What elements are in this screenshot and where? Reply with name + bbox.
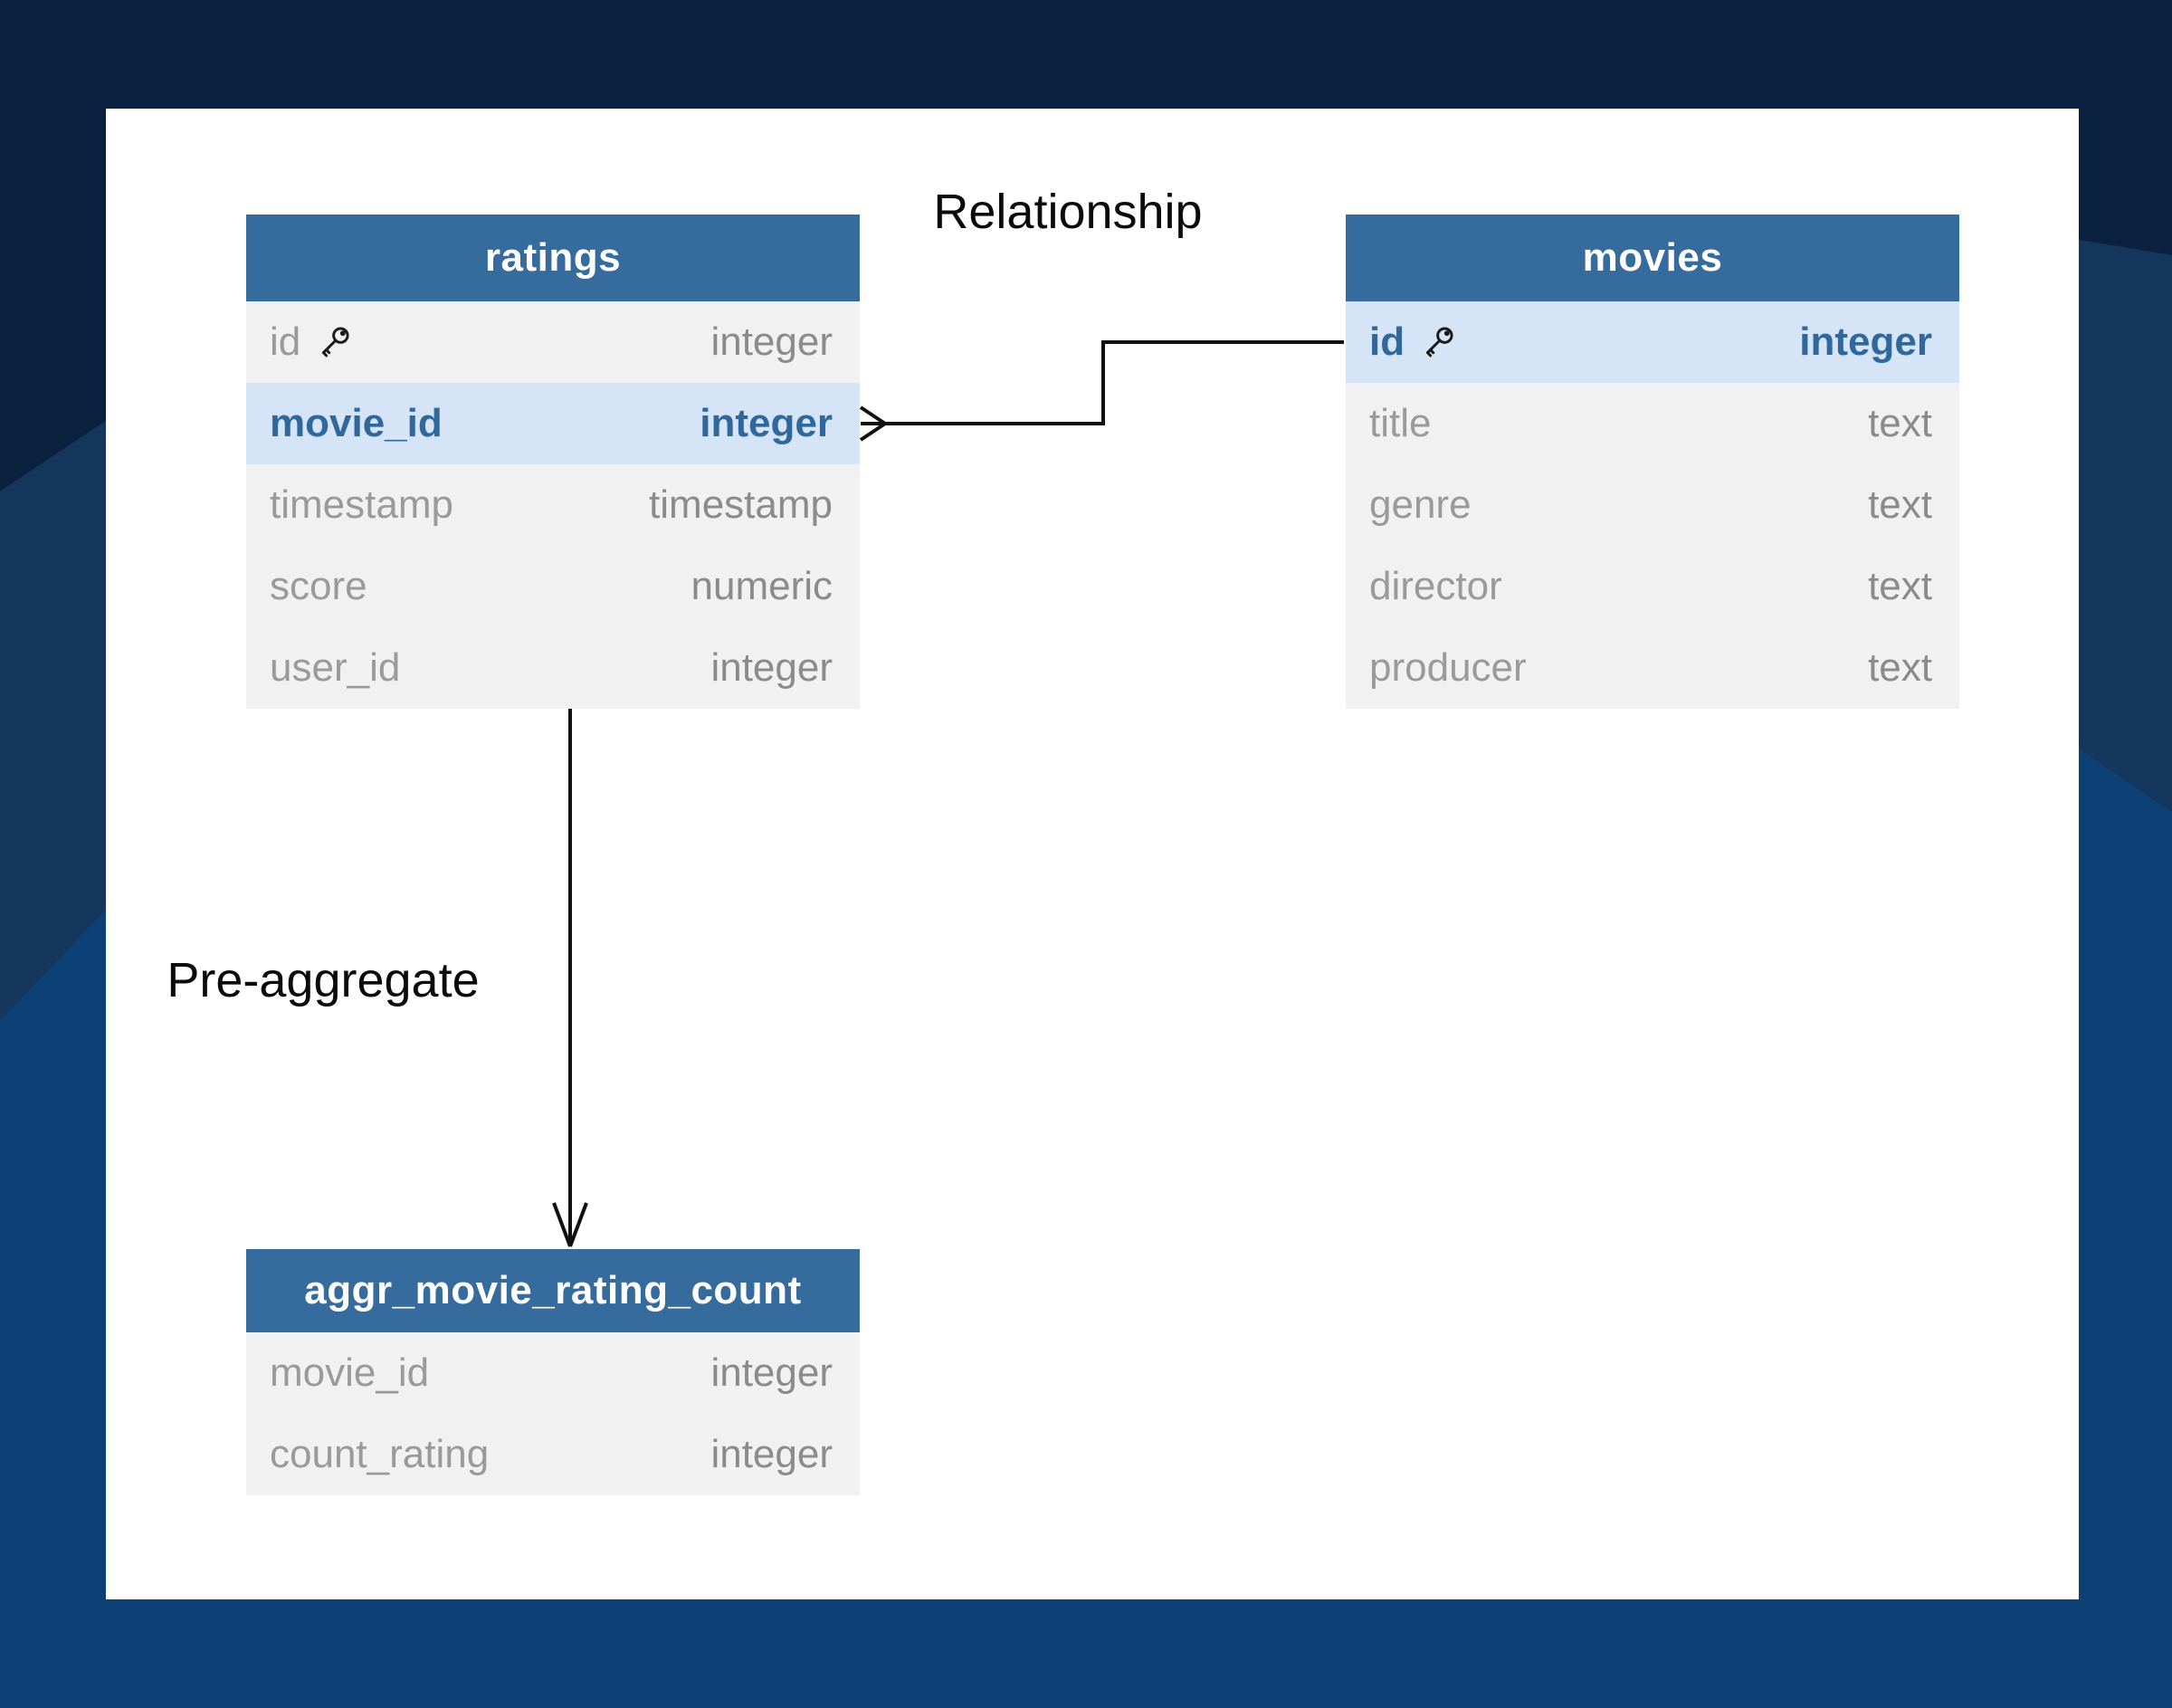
column-name: movie_id	[270, 1350, 430, 1395]
column-name: count_rating	[270, 1432, 490, 1476]
pre-aggregate-label: Pre-aggregate	[167, 953, 480, 1007]
column-name: id	[270, 320, 301, 364]
column-name: timestamp	[270, 482, 453, 527]
column-name: director	[1369, 564, 1502, 608]
column-name: user_id	[270, 645, 401, 690]
relationship-label: Relationship	[933, 185, 1203, 239]
column-row: user_id integer	[246, 627, 860, 709]
column-type: numeric	[691, 564, 834, 608]
column-type: text	[1868, 645, 1932, 690]
ratings-table[interactable]: ratings id integer movie_id integer time…	[246, 215, 860, 709]
column-name: producer	[1369, 645, 1527, 690]
column-name: genre	[1369, 482, 1472, 527]
column-row: genre text	[1346, 464, 1959, 546]
column-row: producer text	[1346, 627, 1959, 709]
column-name: id	[1369, 320, 1405, 364]
column-row: score numeric	[246, 546, 860, 627]
column-name: score	[270, 564, 367, 608]
column-row: timestamp timestamp	[246, 464, 860, 546]
aggr-movie-rating-count-table[interactable]: aggr_movie_rating_count movie_id integer…	[246, 1249, 860, 1495]
column-type: integer	[710, 320, 833, 364]
table-title: aggr_movie_rating_count	[304, 1268, 802, 1312]
column-type: integer	[1799, 320, 1932, 364]
table-title: ratings	[484, 235, 622, 280]
movies-table[interactable]: movies id integer title text genre text	[1346, 215, 1959, 709]
column-row: id integer	[246, 301, 860, 383]
column-row-highlighted: movie_id integer	[246, 383, 860, 464]
column-type: text	[1868, 482, 1932, 527]
column-row: movie_id integer	[246, 1332, 860, 1414]
column-row: director text	[1346, 546, 1959, 627]
column-row: title text	[1346, 383, 1959, 464]
column-row-highlighted: id integer	[1346, 301, 1959, 383]
table-header: movies	[1346, 215, 1959, 301]
column-type: text	[1868, 401, 1932, 445]
column-type: timestamp	[649, 482, 833, 527]
column-name: movie_id	[270, 401, 443, 445]
column-type: integer	[700, 401, 833, 445]
table-title: movies	[1582, 235, 1723, 280]
primary-key-icon	[1419, 323, 1457, 361]
column-name: title	[1369, 401, 1432, 445]
table-header: ratings	[246, 215, 860, 301]
table-header: aggr_movie_rating_count	[246, 1249, 860, 1332]
primary-key-icon	[315, 323, 353, 361]
column-type: text	[1868, 564, 1932, 608]
column-type: integer	[710, 645, 833, 690]
column-row: count_rating integer	[246, 1414, 860, 1495]
column-type: integer	[710, 1432, 833, 1476]
column-type: integer	[710, 1350, 833, 1395]
